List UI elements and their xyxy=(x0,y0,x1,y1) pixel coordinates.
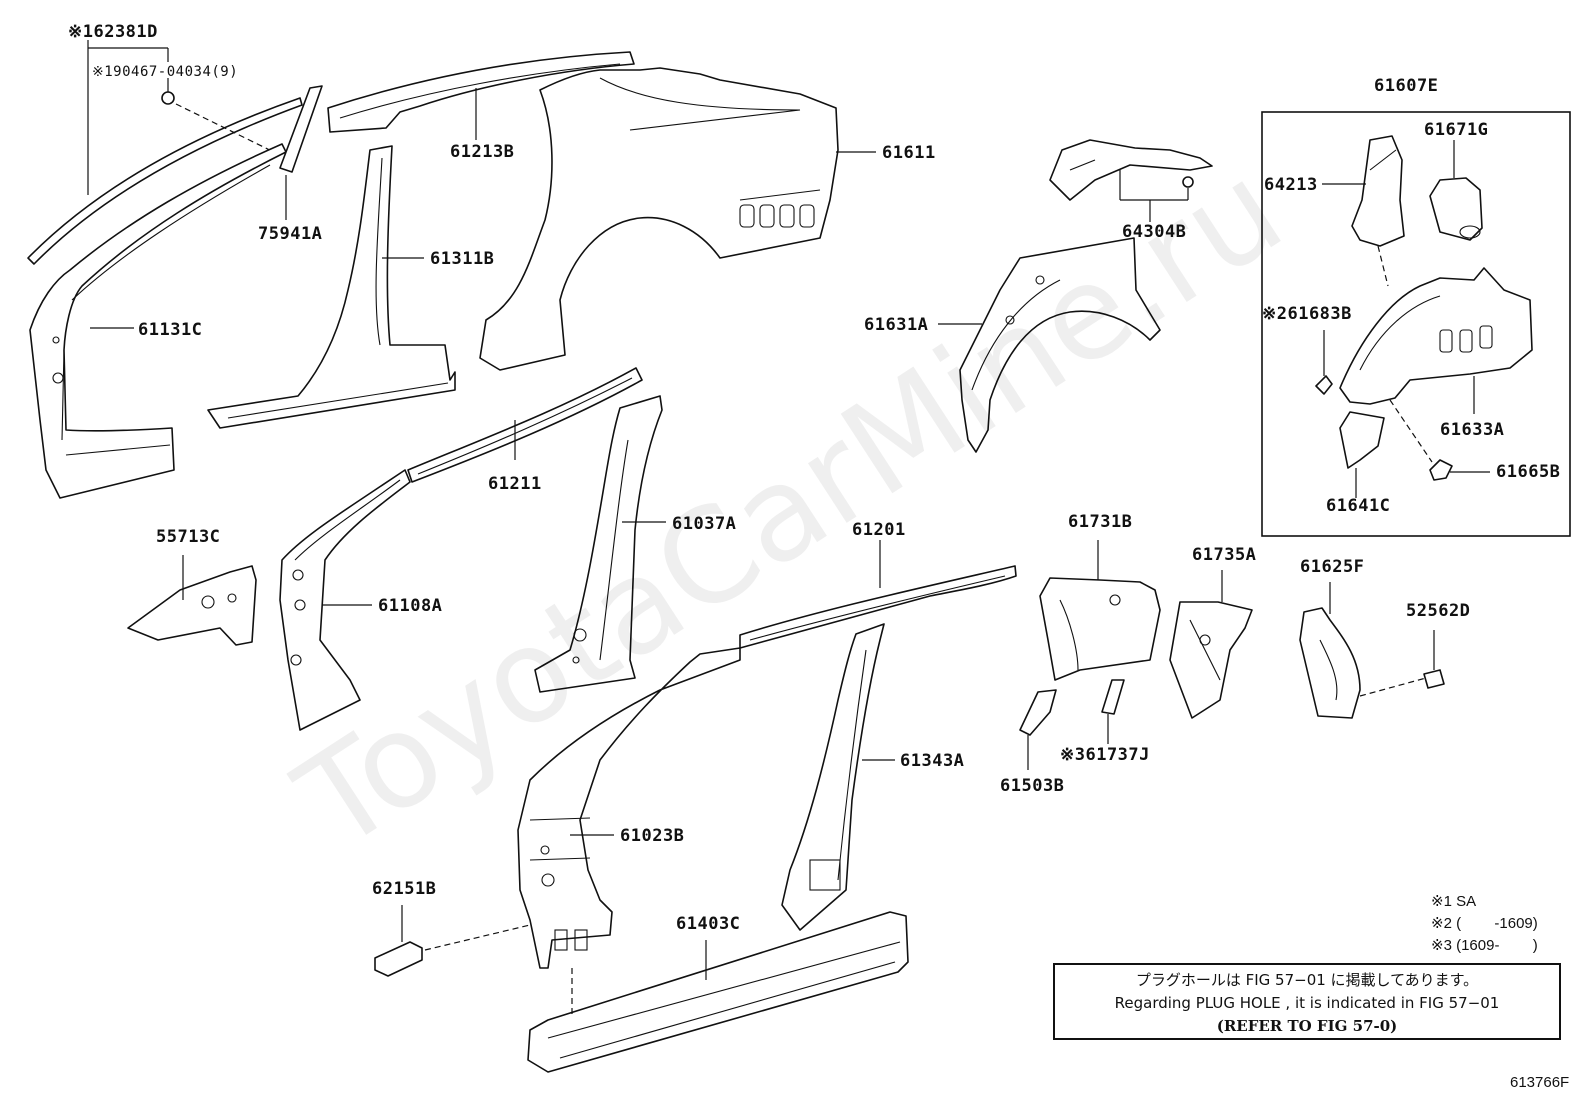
label-61671G: 61671G xyxy=(1424,120,1489,140)
part-61213B xyxy=(327,51,635,140)
label-61023B: 61023B xyxy=(620,826,685,846)
part-61641C xyxy=(1339,411,1385,498)
label-64213: 64213 xyxy=(1264,175,1318,195)
part-61735A xyxy=(1169,570,1253,719)
part-61131C xyxy=(29,143,287,499)
part-61343A xyxy=(781,623,895,931)
label-61343A: 61343A xyxy=(900,751,965,771)
part-61023B xyxy=(517,647,741,969)
label-61631A: 61631A xyxy=(864,315,929,335)
label-64304B: 64304B xyxy=(1122,222,1187,242)
label-55713C: 55713C xyxy=(156,527,221,547)
label-61735A: 61735A xyxy=(1192,545,1257,565)
label-62381D: ※162381D xyxy=(68,22,158,42)
label-61625F: 61625F xyxy=(1300,557,1365,577)
part-61211 xyxy=(407,367,643,483)
label-61731B: 61731B xyxy=(1068,512,1133,532)
part-61611 xyxy=(479,67,876,371)
part-61503B xyxy=(1019,689,1057,770)
note-line-japanese: プラグホールは FIG 57−01 に掲載してあります。 xyxy=(1135,971,1479,989)
label-61503B: 61503B xyxy=(1000,776,1065,796)
figure-id: 613766F xyxy=(1510,1074,1570,1091)
part-61683B xyxy=(1315,330,1333,395)
part-61403C xyxy=(527,911,909,1073)
part-61633A xyxy=(1339,267,1533,463)
label-62151B: 62151B xyxy=(372,879,437,899)
label-61108A: 61108A xyxy=(378,596,443,616)
part-75941A xyxy=(279,85,323,220)
part-61625F xyxy=(1299,582,1427,719)
label-61611: 61611 xyxy=(882,143,936,163)
legend-note-1: ※1 SA xyxy=(1431,893,1477,910)
part-61201 xyxy=(739,540,1017,649)
part-52562D xyxy=(1423,630,1445,689)
label-90467-04034: ※190467-04034(9) xyxy=(92,64,239,80)
label-61633A: 61633A xyxy=(1440,420,1505,440)
label-61037A: 61037A xyxy=(672,514,737,534)
label-61311B: 61311B xyxy=(430,249,495,269)
label-61403C: 61403C xyxy=(676,914,741,934)
label-75941A: 75941A xyxy=(258,224,323,244)
part-61731B xyxy=(1039,540,1161,681)
legend-note-3: ※3 (1609- ) xyxy=(1431,937,1538,954)
note-line-english: Regarding PLUG HOLE , it is indicated in… xyxy=(1114,994,1500,1012)
label-61641C: 61641C xyxy=(1326,496,1391,516)
part-62151B xyxy=(374,905,531,977)
label-61131C: 61131C xyxy=(138,320,203,340)
label-61213B: 61213B xyxy=(450,142,515,162)
part-64304B xyxy=(1049,139,1213,222)
part-62381D xyxy=(27,40,303,265)
label-61737J: ※361737J xyxy=(1060,745,1150,765)
part-64213 xyxy=(1322,135,1405,287)
label-61607E: 61607E xyxy=(1374,76,1439,96)
label-52562D: 52562D xyxy=(1406,601,1471,621)
label-61201: 61201 xyxy=(852,520,906,540)
subassembly-box-61607E xyxy=(1261,111,1571,537)
part-61631A xyxy=(938,237,1161,453)
part-61665B xyxy=(1429,459,1490,481)
part-61037A xyxy=(534,395,666,693)
plug-hole-note: プラグホールは FIG 57−01 に掲載してあります。 Regarding P… xyxy=(1053,963,1561,1040)
legend-note-2: ※2 ( -1609) xyxy=(1431,915,1538,932)
part-55713C xyxy=(127,555,257,646)
label-61665B: 61665B xyxy=(1496,462,1561,482)
part-61311B xyxy=(207,145,456,429)
part-61737J xyxy=(1101,679,1125,744)
part-61671G xyxy=(1429,140,1483,241)
part-61108A xyxy=(279,469,411,731)
note-line-refer: (REFER TO FIG 57-0) xyxy=(1216,1017,1398,1035)
label-61211: 61211 xyxy=(488,474,542,494)
label-61683B: ※261683B xyxy=(1262,304,1352,324)
